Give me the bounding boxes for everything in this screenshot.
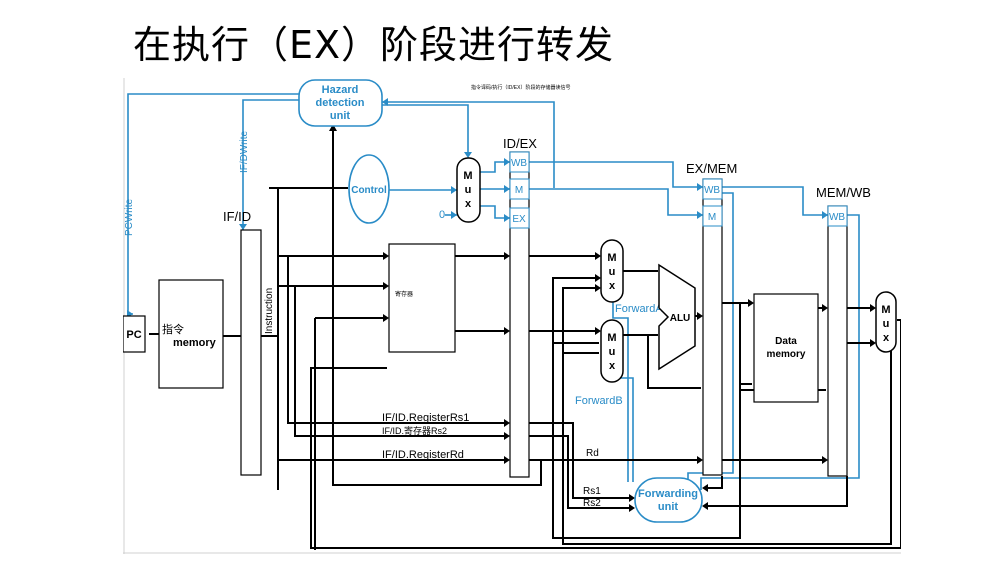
stall-mux-letter-m: M xyxy=(463,170,472,182)
register-file: 寄存器 xyxy=(388,243,456,353)
wb-mux-letter-u: u xyxy=(883,318,890,330)
mem-wb-register: WB MEM/WB xyxy=(816,185,871,477)
forward-b-label: ForwardB xyxy=(575,395,623,407)
control-wires xyxy=(127,93,860,490)
instruction-memory-label-1: 指令 xyxy=(162,322,184,336)
rd-label: Rd xyxy=(586,448,599,459)
datapath-wires xyxy=(149,124,902,550)
instruction-memory: 指令 memory xyxy=(158,279,224,389)
mem-wb-label: MEM/WB xyxy=(816,185,871,200)
ex-mem-m-label: M xyxy=(708,212,716,223)
id-ex-label: ID/EX xyxy=(503,136,537,151)
forwarding-label-1: Forwarding xyxy=(638,488,698,500)
data-memory: Data memory xyxy=(753,293,819,403)
stall-mux-letter-x: x xyxy=(465,198,472,210)
data-memory-label-2: memory xyxy=(767,349,806,360)
rs2-field-label: IF/ID.寄存器Rs2 xyxy=(382,425,447,436)
id-ex-ex-label: EX xyxy=(512,214,526,225)
forward-a-mux: M u x xyxy=(600,239,624,303)
register-file-label: 寄存器 xyxy=(395,290,413,298)
stall-mux: M u x xyxy=(456,157,481,223)
instruction-label: Instruction xyxy=(264,288,275,334)
control-label: Control xyxy=(351,185,387,196)
pipeline-datapath-figure: PC 指令 memory IF/ID Hazard detection unit… xyxy=(122,78,902,554)
zero-input-label: 0 xyxy=(439,209,445,221)
forward-b-mux-letter-u: u xyxy=(609,346,616,358)
if-id-write-label: IF/DWrite xyxy=(239,131,250,173)
forward-a-mux-letter-m: M xyxy=(607,252,616,264)
control-unit: Control xyxy=(348,154,390,224)
forward-a-label: ForwardA xyxy=(615,303,663,315)
rs1-label: Rs1 xyxy=(583,486,601,497)
ex-mem-wb-label: WB xyxy=(704,185,720,196)
data-memory-label-1: Data xyxy=(775,336,797,347)
hazard-detection-unit: Hazard detection unit xyxy=(298,79,383,127)
mem-wb-wb-label: WB xyxy=(829,212,845,223)
ex-mem-label: EX/MEM xyxy=(686,161,737,176)
forward-a-mux-letter-x: x xyxy=(609,280,616,292)
alu: ALU xyxy=(658,263,696,371)
id-ex-wb-label: WB xyxy=(511,158,527,169)
slide-title: 在执行（EX）阶段进行转发 xyxy=(133,23,615,67)
memread-note: 指令译码/执行（ID/EX）阶段的存储器读信号 xyxy=(471,84,570,91)
stall-mux-letter-u: u xyxy=(465,184,472,196)
forward-b-mux-letter-m: M xyxy=(607,332,616,344)
if-id-label: IF/ID xyxy=(223,209,251,224)
alu-label: ALU xyxy=(670,313,691,324)
pc-label: PC xyxy=(126,329,141,341)
forward-a-mux-letter-u: u xyxy=(609,266,616,278)
pc-write-label: PCWrite xyxy=(124,199,135,236)
datapath-diagram: PC 指令 memory IF/ID Hazard detection unit… xyxy=(122,78,902,554)
ex-mem-register: WB M EX/MEM xyxy=(686,161,737,476)
hazard-label-1: Hazard xyxy=(322,84,359,96)
hazard-label-3: unit xyxy=(330,110,350,122)
wb-mux-letter-x: x xyxy=(883,332,890,344)
id-ex-m-label: M xyxy=(515,185,523,196)
writeback-mux: M u x xyxy=(875,291,897,353)
rd-field-label: IF/ID.RegisterRd xyxy=(382,449,464,461)
if-id-register: IF/ID xyxy=(223,209,262,476)
id-ex-register: WB M EX ID/EX xyxy=(503,136,537,478)
forward-b-mux-letter-x: x xyxy=(609,360,616,372)
hazard-label-2: detection xyxy=(316,97,365,109)
instruction-memory-label-2: memory xyxy=(173,337,217,349)
forwarding-label-2: unit xyxy=(658,501,678,513)
wb-mux-letter-m: M xyxy=(881,304,890,316)
pc-register: PC xyxy=(122,315,146,353)
forwarding-unit: Forwarding unit xyxy=(634,477,703,523)
forward-b-mux: M u x xyxy=(600,319,624,383)
rs2-label: Rs2 xyxy=(583,498,601,509)
rs1-field-label: IF/ID.RegisterRs1 xyxy=(382,412,469,424)
